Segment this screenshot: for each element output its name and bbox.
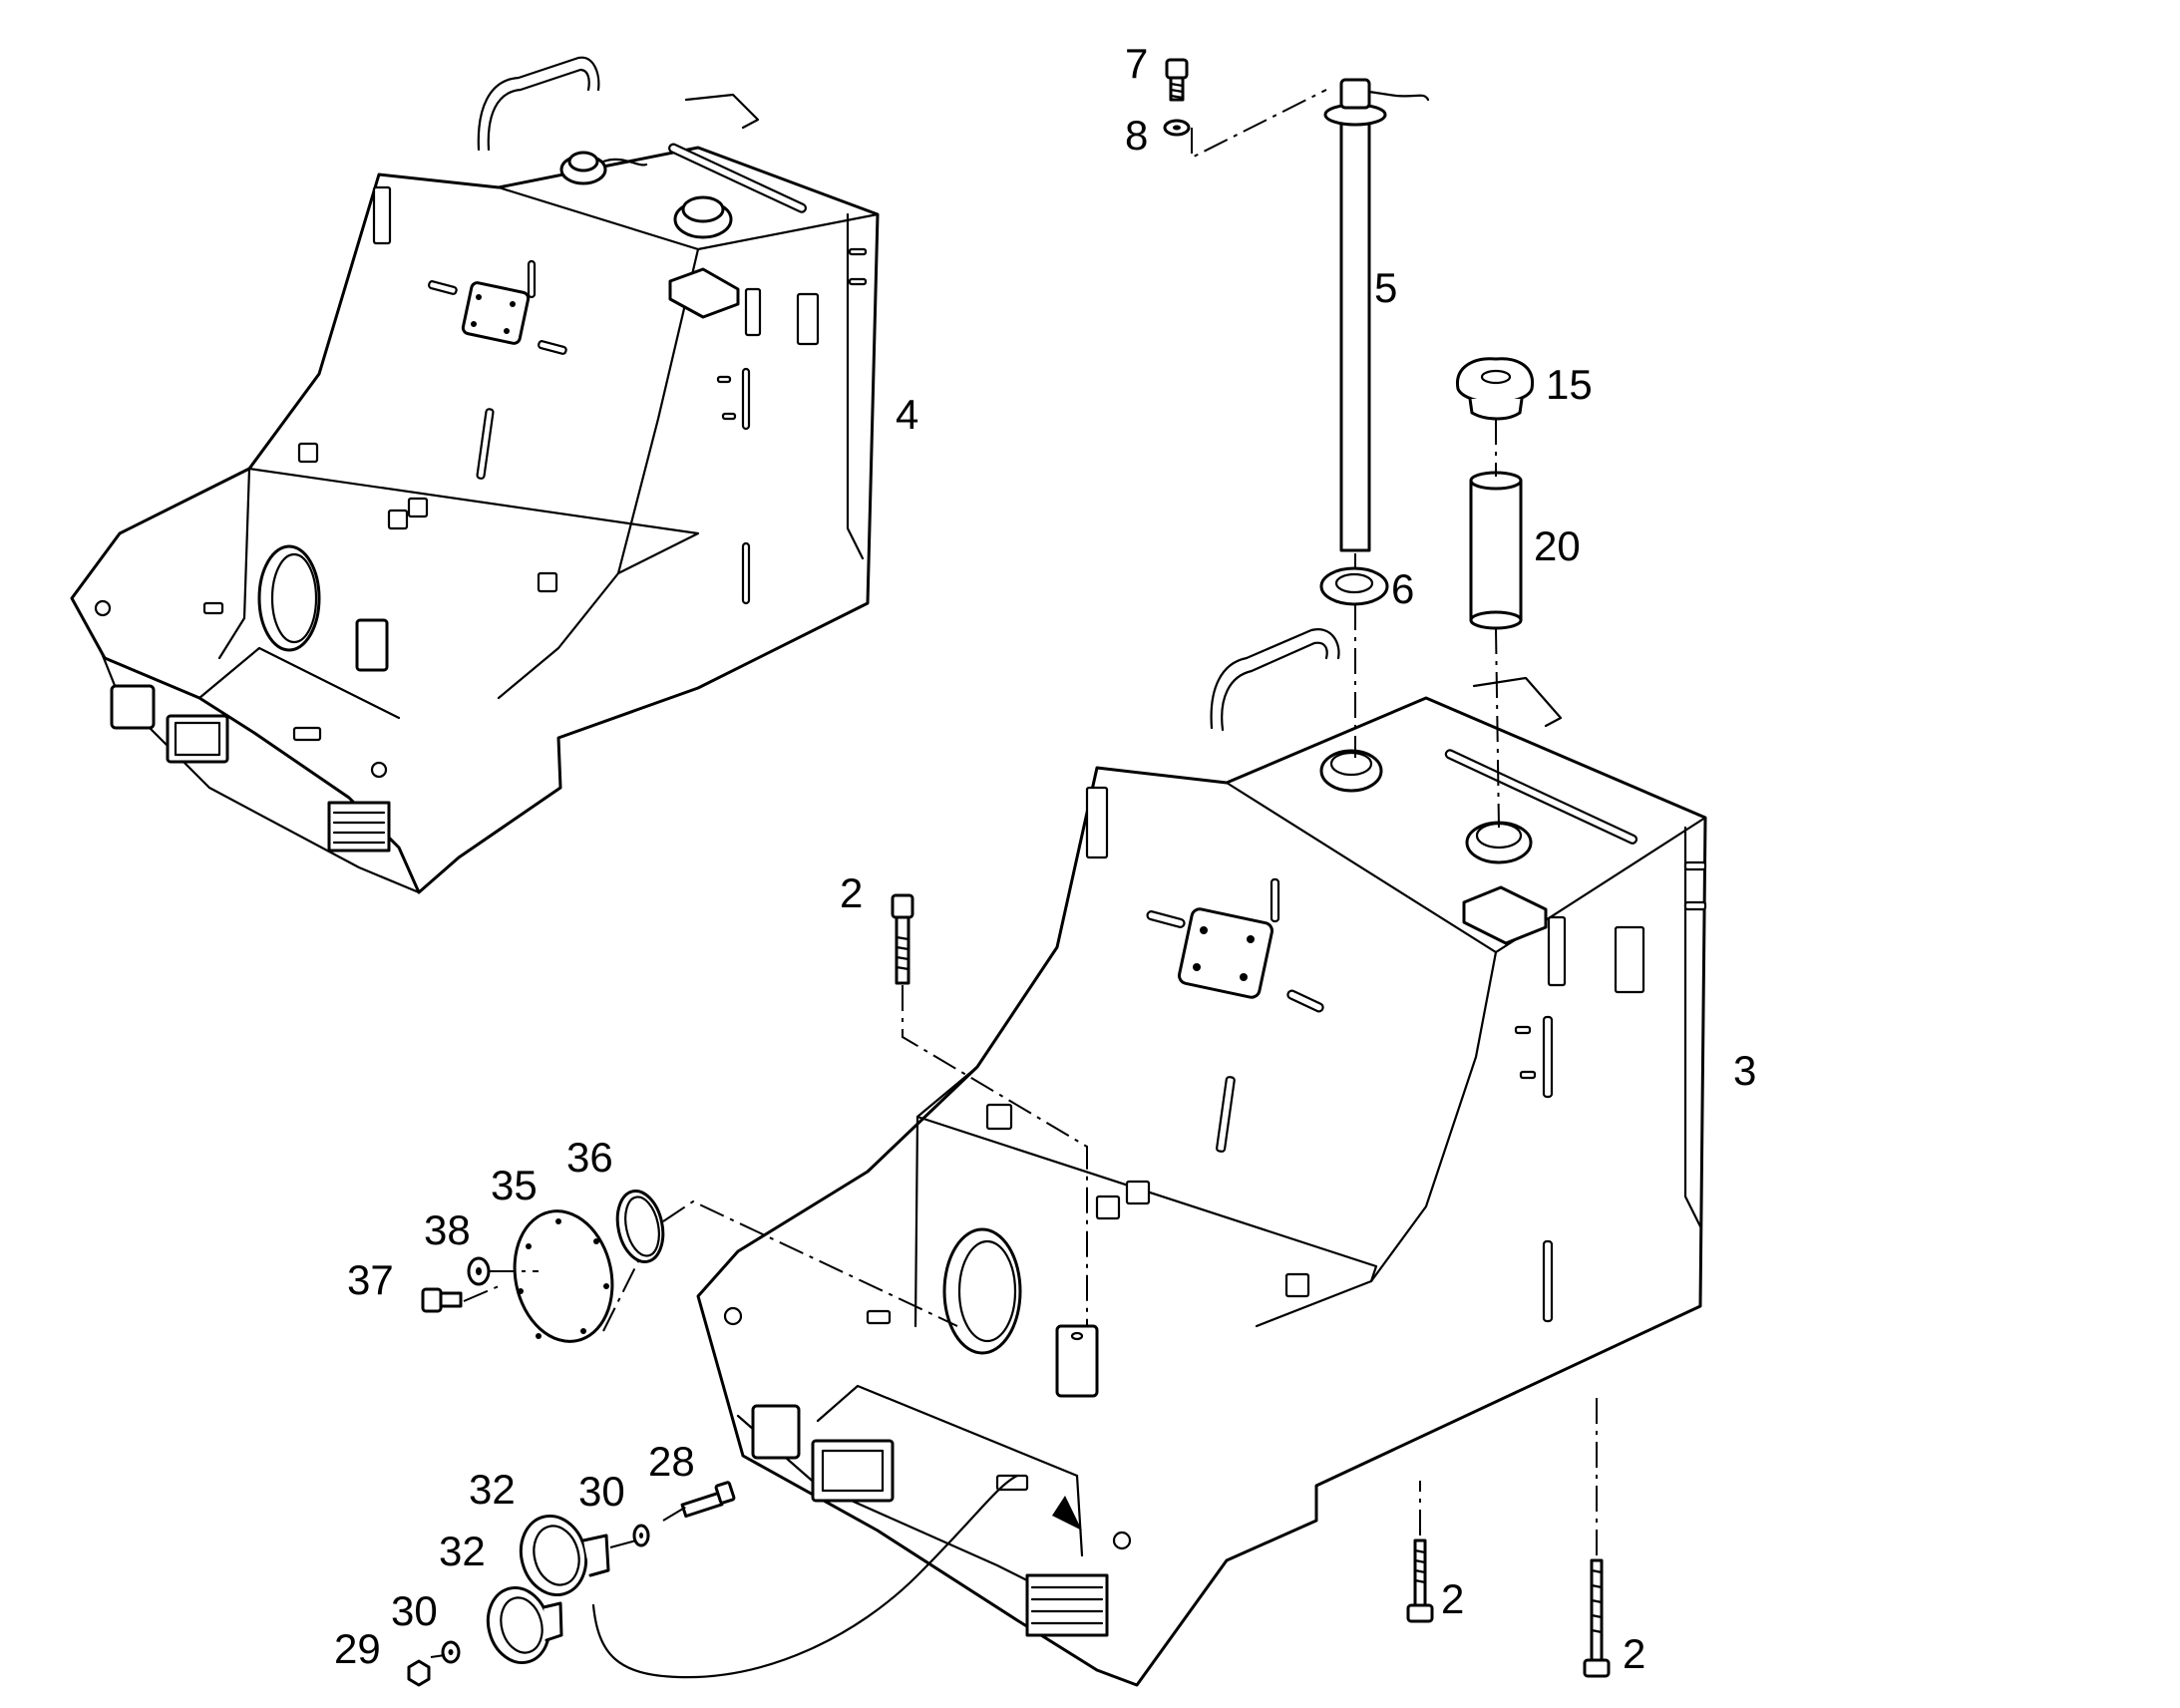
callout-2-right: 2 (1623, 1630, 1645, 1677)
bolt-2-mid (1406, 1538, 1434, 1623)
gasket-6 (1319, 566, 1389, 606)
tank-housing-assembly-3 (696, 628, 1707, 1687)
washer-38 (467, 1256, 491, 1286)
callout-15: 15 (1546, 361, 1593, 408)
callout-2-mid: 2 (1441, 1575, 1464, 1622)
level-sender-5 (1323, 78, 1430, 552)
callout-30-top: 30 (578, 1468, 625, 1515)
filler-cap-15 (1456, 357, 1535, 421)
callout-37: 37 (347, 1256, 394, 1303)
screw-37 (421, 1287, 463, 1313)
nut-29 (407, 1659, 431, 1687)
horn-32-top (519, 1514, 610, 1597)
callout-6: 6 (1391, 565, 1414, 612)
tank-housing-assembly-4 (70, 56, 880, 894)
horn-32-bottom (486, 1585, 563, 1665)
cover-plate-35 (513, 1209, 614, 1343)
o-ring-36 (615, 1189, 665, 1264)
bolt-2-top (891, 893, 914, 985)
screw-28 (680, 1481, 736, 1519)
callout-32-top: 32 (469, 1466, 516, 1513)
filler-tube-20 (1469, 471, 1523, 630)
horn-cable (591, 1474, 1019, 1679)
callout-28: 28 (648, 1438, 695, 1485)
callout-20: 20 (1534, 522, 1581, 569)
callout-7: 7 (1125, 40, 1148, 87)
callout-32-bottom: 32 (439, 1528, 486, 1574)
bolt-2-right (1583, 1558, 1611, 1678)
callout-38: 38 (424, 1206, 471, 1253)
washer-30-top (632, 1524, 650, 1547)
washer-8 (1163, 119, 1191, 137)
callout-29: 29 (334, 1625, 381, 1672)
vent-grille-upper (327, 801, 391, 853)
washer-30-bottom (441, 1640, 461, 1664)
screw-7 (1165, 58, 1189, 102)
callout-3: 3 (1733, 1047, 1756, 1094)
callout-30-bottom: 30 (391, 1587, 438, 1634)
assembly-lines (430, 89, 1598, 1658)
callout-4: 4 (896, 391, 918, 438)
callout-8: 8 (1125, 112, 1148, 159)
callout-35: 35 (491, 1162, 538, 1208)
callout-labels: 7 8 5 15 20 6 4 3 2 2 2 36 35 38 37 28 3… (334, 40, 1756, 1677)
callout-5: 5 (1374, 264, 1397, 311)
vent-grille-lower (1025, 1573, 1109, 1637)
callout-36: 36 (566, 1134, 613, 1181)
callout-2-top: 2 (840, 869, 863, 916)
